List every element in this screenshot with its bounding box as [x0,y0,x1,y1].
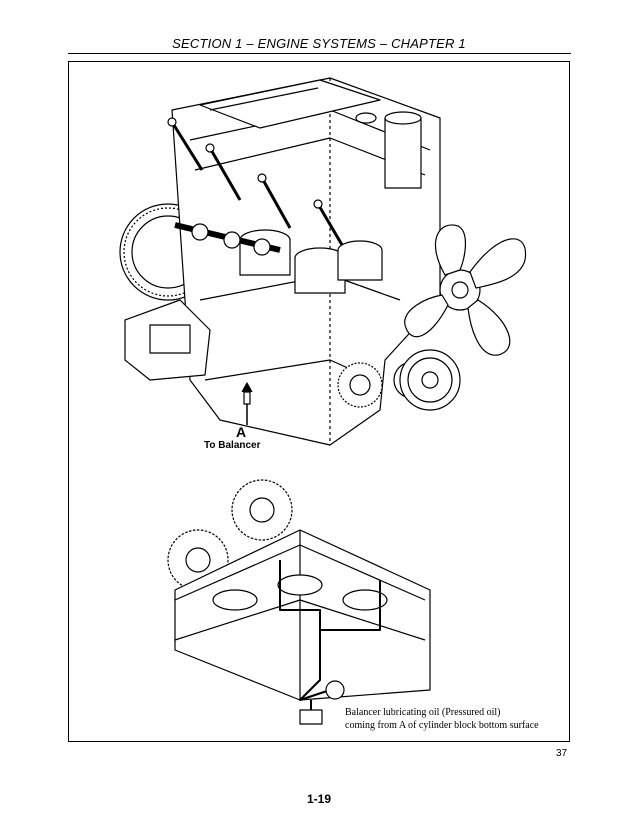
cooling-fan [404,224,527,356]
crank-pulley [399,349,461,411]
camshaft [174,222,281,256]
injectors [167,117,347,251]
caption-line-1: Balancer lubricating oil (Pressured oil) [345,707,501,718]
header-rule [68,53,571,54]
oil-passage-a [241,382,253,425]
label-a: A [236,424,247,440]
engine-mount [124,299,211,381]
section-header: SECTION 1 – ENGINE SYSTEMS – CHAPTER 1 [172,36,466,51]
balancer-assembly [167,479,431,725]
label-to-balancer: To Balancer [204,440,261,451]
figure-number: 37 [556,748,568,759]
caption-line-2: coming from A of cylinder block bottom s… [345,720,539,731]
figure-frame [68,61,570,742]
page-number: 1-19 [306,792,332,806]
figure-caption: Balancer lubricating oil (Pressured oil)… [345,706,539,732]
